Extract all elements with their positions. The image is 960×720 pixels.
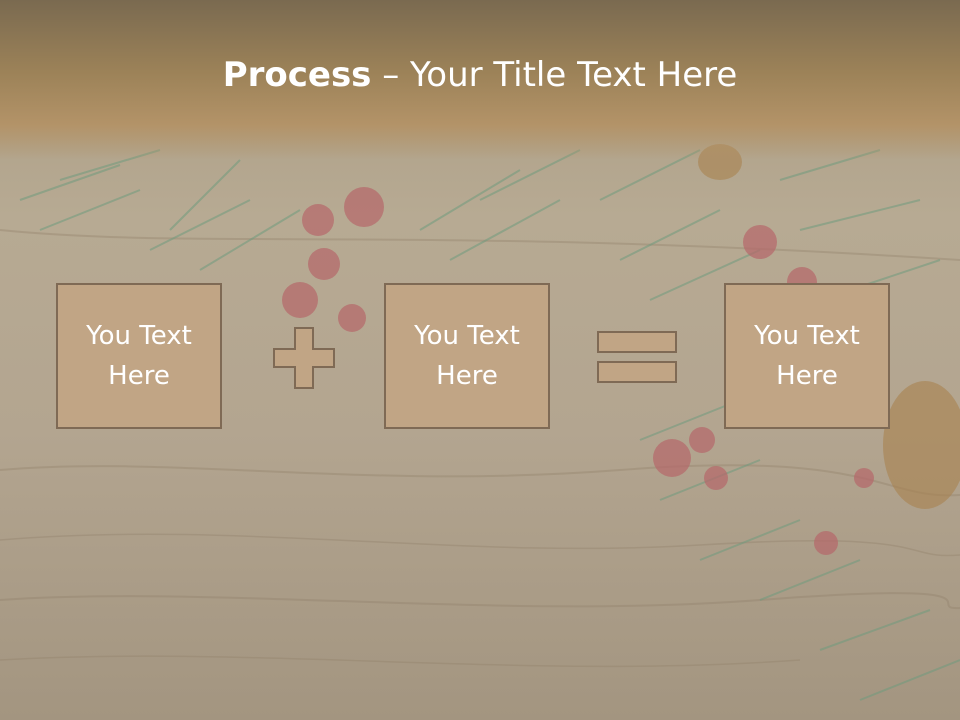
- process-box-3-text: You Text Here: [754, 321, 860, 391]
- process-box-1: You Text Here: [56, 283, 222, 429]
- process-box-2-text: You Text Here: [414, 321, 520, 391]
- wood-grain-lines: [0, 229, 960, 668]
- red-berries: [282, 187, 874, 555]
- equals-icon: [597, 331, 677, 383]
- plus-icon: [273, 327, 335, 389]
- title-rest-text: – Your Title Text Here: [371, 55, 738, 95]
- slide-title: Process – Your Title Text Here: [0, 52, 960, 98]
- process-box-3: You Text Here: [724, 283, 890, 429]
- process-box-2: You Text Here: [384, 283, 550, 429]
- title-banner: [0, 0, 960, 160]
- title-bold-text: Process: [222, 55, 372, 95]
- process-box-1-text: You Text Here: [86, 321, 192, 391]
